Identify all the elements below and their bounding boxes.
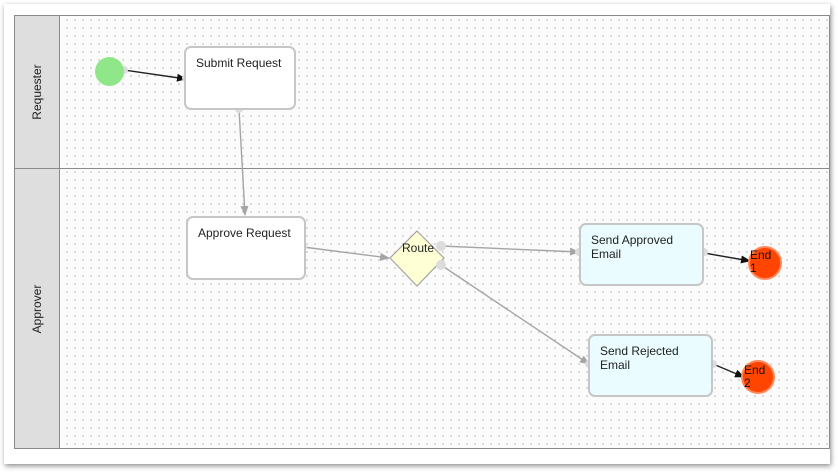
end-event-2[interactable] (741, 360, 775, 394)
task-approve-request-label: Approve Request (198, 226, 291, 240)
end-event-1-label: End 1 (750, 248, 772, 275)
flow-rejected-email-to-end2[interactable] (712, 363, 745, 378)
route-gateway-label: Route (402, 241, 435, 255)
task-submit-request-label: Submit Request (196, 56, 282, 70)
lane-divider (14, 168, 830, 169)
flow-route-to-approved-email[interactable] (440, 245, 580, 256)
flow-route-to-rejected-email[interactable] (440, 264, 590, 365)
task-send-approved-email-label: Send Approved Email (591, 233, 674, 261)
flow-start-to-submit[interactable] (123, 69, 187, 82)
route-gateway[interactable] (389, 230, 445, 287)
flow-approved-email-to-end1[interactable] (703, 252, 751, 264)
flow-submit-to-approve[interactable] (238, 108, 249, 216)
task-send-approved-email[interactable]: Send Approved Email (579, 223, 704, 286)
task-submit-request[interactable]: Submit Request (184, 46, 296, 110)
lane-header-requester[interactable]: Requester (14, 15, 60, 169)
lane-header-approver[interactable]: Approver (14, 168, 60, 449)
task-approve-request[interactable]: Approve Request (186, 216, 306, 280)
start-event[interactable] (95, 57, 124, 86)
task-send-rejected-email[interactable]: Send Rejected Email (588, 334, 713, 397)
flow-approve-to-route[interactable] (302, 246, 390, 261)
task-send-rejected-email-label: Send Rejected Email (600, 344, 679, 372)
end-event-2-label: End 2 (744, 363, 766, 390)
end-event-1[interactable] (748, 246, 782, 280)
